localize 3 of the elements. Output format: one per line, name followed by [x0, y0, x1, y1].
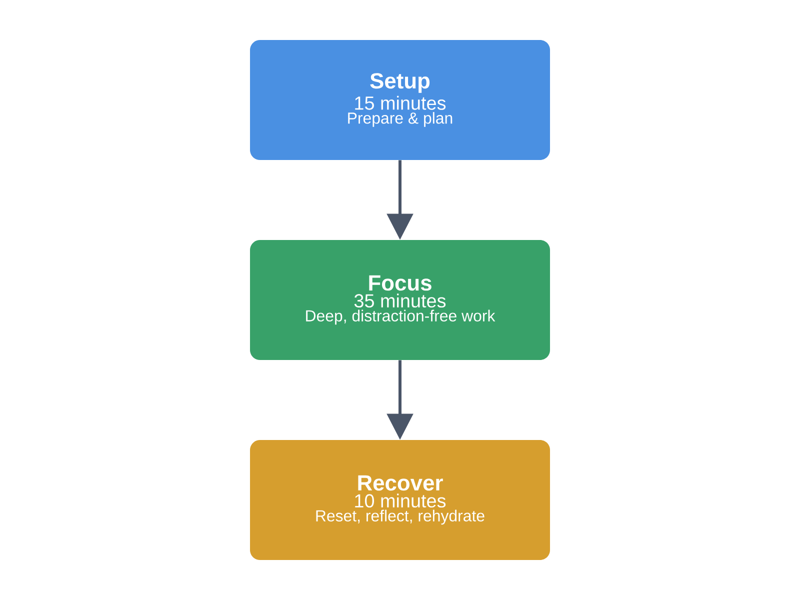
process-box: Recover 10 minutes Reset, reflect, rehydrate: [250, 440, 550, 560]
process-box: Setup 15 minutes Prepare & plan: [250, 40, 550, 160]
process-box: Focus 35 minutes Deep, distraction-free work: [250, 240, 550, 360]
